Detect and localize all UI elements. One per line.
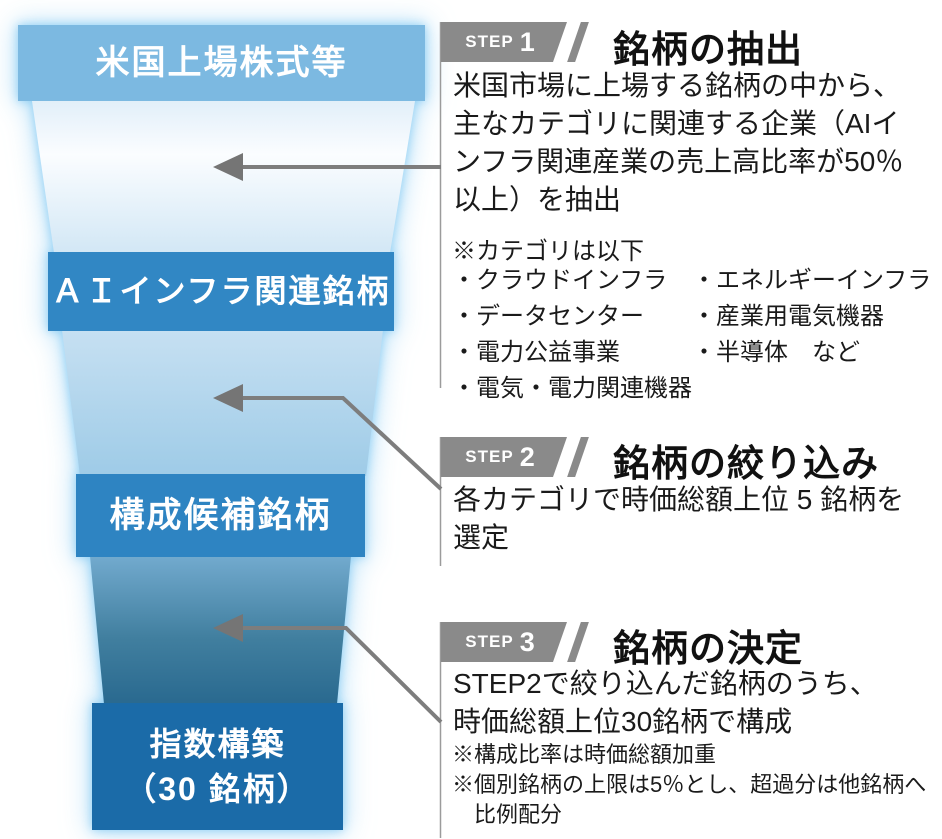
step-1-banner-slash — [567, 22, 589, 62]
step-1-description-line: 主なカテゴリに関連する企業（AIイ — [453, 108, 900, 139]
category-item: ・電力公益事業 — [452, 339, 620, 366]
funnel-segment-1 — [32, 101, 415, 253]
step-1-banner: STEP 1 — [441, 22, 591, 62]
step-3-banner-shape: STEP 3 — [441, 622, 567, 662]
category-item: ・クラウドインフラ — [452, 267, 668, 294]
step-1-category-note: ※カテゴリは以下 — [452, 238, 644, 265]
funnel-segment-3 — [90, 556, 351, 704]
funnel-stage-4-label-line1: 指数構築 — [149, 725, 286, 762]
funnel-stage-2-label: ＡＩインフラ関連銘柄 — [51, 273, 391, 310]
category-item: ・産業用電気機器 — [692, 303, 884, 330]
funnel-stage-4-box — [92, 703, 343, 830]
step-1-description-line: 以上）を抽出 — [453, 184, 622, 215]
funnel-graphic — [18, 25, 425, 830]
funnel-stage-2-box — [48, 252, 394, 331]
step-1-banner-shape: STEP 1 — [441, 22, 567, 62]
step-3-banner: STEP 3 — [441, 622, 591, 662]
step-3-description-line: 時価総額上位30銘柄で構成 — [453, 706, 793, 737]
step-3-banner-label: STEP — [465, 632, 514, 651]
step-1-title: 銘柄の抽出 — [613, 29, 803, 70]
funnel-stage-1-box — [18, 25, 425, 101]
step-1-description-line: 米国市場に上場する銘柄の中から、 — [453, 70, 902, 101]
category-item: ・電気・電力関連機器 — [452, 375, 692, 402]
category-item: ・半導体 など — [692, 339, 860, 366]
step-2-banner-number: 2 — [519, 441, 535, 472]
step-1-banner-label: STEP — [465, 32, 514, 51]
step-3-notes: ※構成比率は時価総額加重 ※個別銘柄の上限は5％とし、超過分は他銘柄へ 比例配分 — [452, 740, 926, 830]
step-3-note: ※個別銘柄の上限は5％とし、超過分は他銘柄へ — [452, 772, 927, 797]
step-2-description: 各カテゴリで時価総額上位 5 銘柄を 選定 — [453, 481, 904, 557]
funnel-stage-1-label: 米国上場株式等 — [95, 43, 348, 82]
funnel-stage-4-label: 指数構築 （30 銘柄） — [92, 703, 343, 830]
step-3-description: STEP2で絞り込んだ銘柄のうち、 時価総額上位30銘柄で構成 — [453, 665, 878, 741]
step-3-title: 銘柄の決定 — [613, 628, 803, 669]
funnel-segment-2 — [62, 330, 383, 476]
step-2-description-line: 選定 — [453, 522, 510, 553]
step-1-banner-number: 1 — [519, 26, 535, 57]
category-item: ・データセンター — [452, 303, 644, 330]
category-item: ・エネルギーインフラ — [692, 267, 932, 294]
funnel-stage-4-label-line2: （30 銘柄） — [124, 770, 311, 807]
funnel-stage-3-label: 構成候補銘柄 — [109, 495, 332, 535]
step-3-banner-slash — [567, 622, 589, 662]
step-2-banner-shape: STEP 2 — [441, 437, 567, 477]
step-2-banner: STEP 2 — [441, 437, 591, 477]
step-3-note-continued: 比例配分 — [474, 802, 563, 827]
step-3-banner-number: 3 — [519, 626, 535, 657]
step-1-category-list-left: ・クラウドインフラ ・データセンター ・電力公益事業 ・電気・電力関連機器 — [452, 263, 692, 407]
step-3-note: ※構成比率は時価総額加重 — [452, 742, 717, 767]
step-2-banner-slash — [567, 437, 589, 477]
step-2-title: 銘柄の絞り込み — [613, 443, 879, 484]
step-2-banner-label: STEP — [465, 447, 514, 466]
step-1-description: 米国市場に上場する銘柄の中から、 主なカテゴリに関連する企業（AIイ ンフラ関連… — [453, 67, 903, 219]
step-1-description-line: ンフラ関連産業の売上高比率が50％ — [453, 146, 904, 177]
step-2-description-line: 各カテゴリで時価総額上位 5 銘柄を — [453, 484, 905, 515]
step-3-description-line: STEP2で絞り込んだ銘柄のうち、 — [453, 668, 878, 699]
step-1-category-list-right: ・エネルギーインフラ ・産業用電気機器 ・半導体 など — [692, 263, 931, 371]
